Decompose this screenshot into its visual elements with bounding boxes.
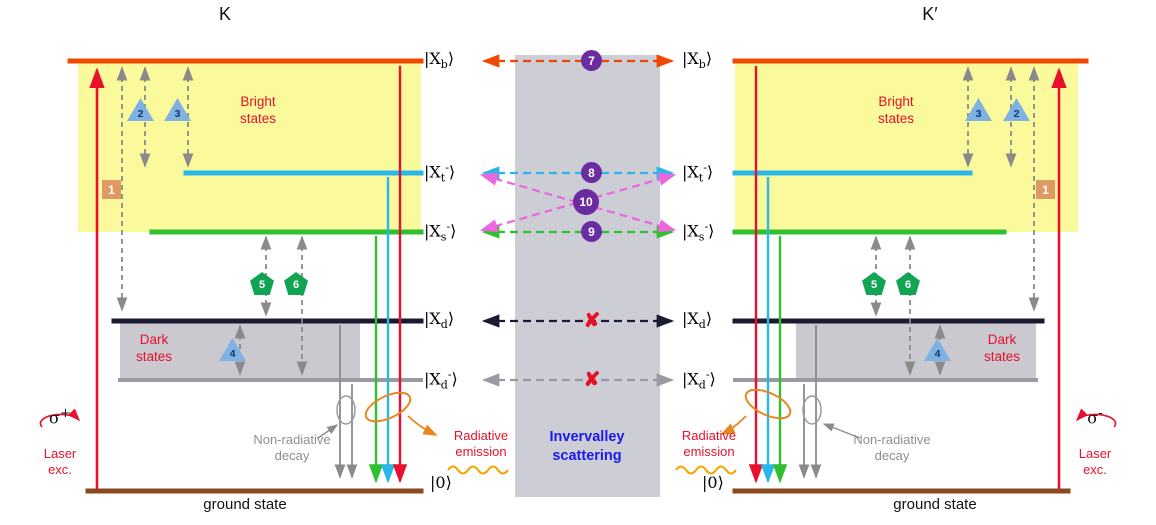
bright-region-left [78,63,421,232]
dark-states-label-left: Dark states [135,332,173,364]
intervalley-scattering-label: Invervalley scattering [549,429,625,464]
marker-8-circle: 8 [581,162,602,183]
bright-states-label-right: Bright states [877,94,915,126]
laser-arrows [89,67,1067,489]
radiative-ellipse-left [364,391,412,423]
nonradiative-decay-label-left: Non-radiative decay [253,432,331,464]
nonradiative-decay-label-right: Non-radiative decay [853,432,931,464]
energy-levels [67,58,1089,494]
level-label-ground-left: |0⟩ [430,473,452,492]
marker-10-circle: 10 [573,189,599,215]
level-label-xs-left: |Xs-⟩ [424,220,457,244]
blocked-cross-xdm-icon: ✘ [583,369,601,391]
radiative-emission-label-left: Radiative emission [453,428,509,460]
decorations [39,388,1117,475]
ground-state-label-right: ground state [893,496,977,513]
level-label-xb-right: |Xb⟩ [682,49,713,72]
level-label-xd-left: |Xd⟩ [424,309,455,332]
level-label-xs-right: |Xs-⟩ [682,220,715,244]
level-label-ground-right: |0⟩ [702,473,724,492]
sigma-minus-rotation-arrow [1075,408,1117,428]
nonradiative-ellipse-left [336,395,356,425]
radiative-ellipse-right [744,388,792,420]
level-label-xdm-left: |Xd-⟩ [424,368,458,392]
sigma-plus-label: σ+ [48,406,72,428]
valley-k-title: K [218,4,231,24]
intervalley-arrows [479,54,677,387]
bright-region-right [735,63,1078,232]
marker-7-circle: 7 [581,50,602,71]
marker-9-circle: 9 [581,221,602,242]
radiative-callout-arrow-right [720,415,747,435]
intervalley-cross-arrow-2 [479,172,677,233]
sigma-plus-rotation-arrow [39,408,81,428]
nonradiative-callout-arrow-right [822,423,861,439]
level-label-xt-left: |Xt-⟩ [424,161,456,185]
bright-states-label-left: Bright states [239,94,277,126]
valley-kprime-title: K′ [922,4,938,24]
intervalley-band [515,55,660,497]
laser-exc-label-right: Laser exc. [1078,446,1112,478]
emission-squiggle-left [447,465,509,475]
radiative-emission-label-right: Radiative emission [681,428,737,460]
blocked-cross-xd-icon: ✘ [583,310,601,332]
emission-squiggle-right [675,465,737,475]
ground-state-label-left: ground state [203,496,287,513]
level-label-xd-right: |Xd⟩ [682,309,713,332]
level-label-xdm-right: |Xd-⟩ [682,368,716,392]
nonradiative-ellipse-right [802,395,822,425]
dark-region-right [796,323,1036,382]
sigma-minus-label: σ- [1087,406,1103,428]
marker-1-left: 1 [102,180,121,199]
marker-1-right: 1 [1036,180,1055,199]
level-label-xt-right: |Xt-⟩ [682,161,714,185]
nonradiative-callout-arrow-left [317,424,339,439]
laser-exc-label-left: Laser exc. [43,446,77,478]
dark-states-label-right: Dark states [983,332,1021,364]
emission-arrows [368,66,788,484]
radiative-callout-arrow-left [407,415,438,436]
level-label-xb-left: |Xb⟩ [424,49,455,72]
